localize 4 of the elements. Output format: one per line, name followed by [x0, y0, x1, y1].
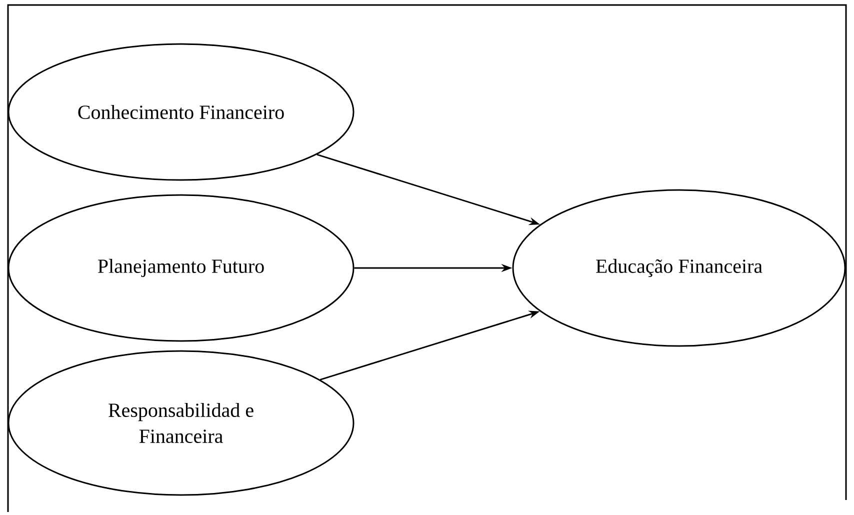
ellipse-node: Educação Financeira — [512, 189, 846, 347]
ellipse-node: Planejamento Futuro — [8, 194, 354, 342]
ellipse-node: Responsabilidad e Financeira — [8, 350, 354, 496]
ellipse-node: Conhecimento Financeiro — [8, 43, 354, 181]
